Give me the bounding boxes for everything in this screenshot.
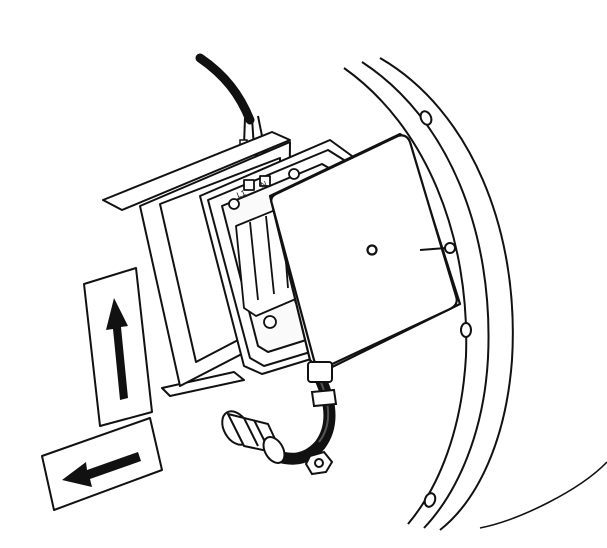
- screw-icon: [444, 242, 456, 254]
- junction-box-cover: [268, 132, 462, 374]
- nut-bore: [314, 458, 324, 468]
- gland-nut: [310, 388, 338, 408]
- gland-end: [262, 436, 286, 464]
- bottom-cable: [270, 361, 338, 465]
- cover-face: [270, 134, 458, 369]
- terminal-divider: [249, 221, 259, 301]
- ring-hole: [423, 492, 437, 508]
- ring-hole: [419, 110, 433, 126]
- gland-rib: [243, 417, 259, 447]
- screw-shaft: [419, 247, 447, 251]
- top-cable-jacket: [195, 53, 255, 125]
- cover-screw-hole: [366, 244, 378, 256]
- bottom-cable-jacket: [270, 372, 336, 465]
- arrow-up-panel: [83, 267, 153, 427]
- loose-cable-gland: [221, 410, 286, 464]
- terminal-labels: L1 N: [235, 179, 268, 200]
- bracket-top-flange: [102, 131, 291, 211]
- terminal-clamp: [259, 175, 271, 187]
- arrow-up-icon: [106, 298, 128, 400]
- housing-outer-arc: [479, 461, 607, 529]
- cable-gland-icon: [307, 361, 333, 383]
- bottom-cable-highlight: [318, 379, 330, 443]
- screw-icon: [288, 168, 300, 180]
- terminal-label-n: N: [259, 179, 268, 190]
- loose-nut: [304, 450, 334, 476]
- arrow-left-panel: [41, 417, 163, 511]
- terminal-clamp: [243, 179, 255, 191]
- arrow-left-card: [41, 417, 163, 511]
- screw-icon: [228, 198, 240, 210]
- screw-icon: [263, 315, 277, 329]
- terminal-divider: [265, 215, 275, 295]
- ring-hole: [460, 322, 472, 338]
- ring-mounting-holes: [419, 110, 472, 508]
- bracket-bottom-flange: [161, 371, 245, 397]
- terminal-label-l1: L1: [235, 188, 247, 200]
- arrow-left-icon: [62, 452, 141, 487]
- housing-ring-outer: [379, 57, 514, 531]
- cover-screw: [419, 242, 456, 254]
